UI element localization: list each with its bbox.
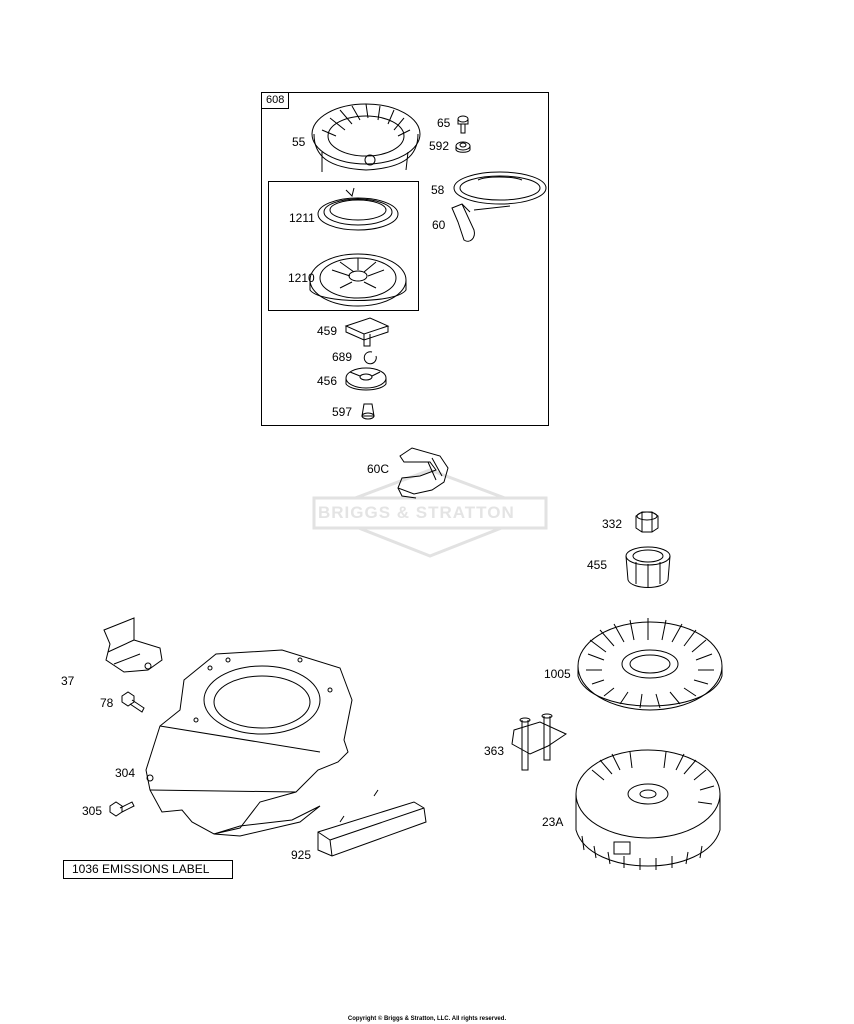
label-78[interactable]: 78 (100, 696, 114, 710)
kit-608-tag[interactable]: 608 (261, 92, 290, 109)
label-23a[interactable]: 23A (542, 815, 564, 829)
part-55-starter-housing[interactable] (312, 104, 420, 172)
label-332[interactable]: 332 (602, 517, 623, 531)
label-455[interactable]: 455 (587, 558, 608, 572)
copyright-notice: Copyright © Briggs & Stratton, LLC. All … (347, 1016, 507, 1022)
part-1211-spring[interactable] (318, 188, 398, 230)
brand-watermark: BRIGGS & STRATTON (318, 503, 515, 522)
part-1210-pulley[interactable] (310, 254, 406, 306)
part-23a-flywheel[interactable] (576, 750, 720, 870)
part-305-screw[interactable] (110, 802, 134, 816)
part-925-cover[interactable] (318, 790, 426, 856)
part-592-nut[interactable] (456, 142, 470, 152)
part-304-blower-housing[interactable] (146, 650, 352, 836)
part-1005-fan[interactable] (578, 618, 722, 710)
label-363[interactable]: 363 (484, 744, 505, 758)
part-65-screw[interactable] (458, 116, 468, 133)
part-455-starter-cup[interactable] (626, 547, 670, 588)
part-456-retainer-plate[interactable] (346, 368, 386, 390)
label-459[interactable]: 459 (317, 324, 338, 338)
label-1005[interactable]: 1005 (544, 667, 571, 681)
part-58-rope[interactable] (454, 172, 546, 204)
part-78-screw[interactable] (122, 692, 144, 712)
label-60c[interactable]: 60C (367, 462, 390, 476)
label-58[interactable]: 58 (431, 183, 445, 197)
label-305[interactable]: 305 (82, 804, 103, 818)
label-60[interactable]: 60 (432, 218, 446, 232)
part-37-guard[interactable] (104, 618, 162, 672)
part-60-handle[interactable] (452, 204, 510, 241)
part-597-screw[interactable] (362, 404, 374, 419)
emissions-label-box[interactable]: 1036 EMISSIONS LABEL (63, 860, 233, 879)
kit-inner-box (268, 181, 419, 311)
part-363-armature[interactable] (512, 714, 566, 770)
label-456[interactable]: 456 (317, 374, 338, 388)
label-55[interactable]: 55 (292, 135, 306, 149)
kit-608-box (261, 92, 549, 426)
part-689-retainer[interactable] (364, 352, 376, 364)
label-925[interactable]: 925 (291, 848, 312, 862)
label-37[interactable]: 37 (61, 674, 75, 688)
label-1210[interactable]: 1210 (288, 271, 315, 285)
label-592[interactable]: 592 (429, 139, 450, 153)
part-332-nut[interactable] (636, 512, 658, 532)
label-65[interactable]: 65 (437, 116, 451, 130)
label-597[interactable]: 597 (332, 405, 353, 419)
part-459-dog[interactable] (346, 318, 388, 346)
brand-watermark-logo (314, 470, 546, 556)
label-304[interactable]: 304 (115, 766, 136, 780)
label-689[interactable]: 689 (332, 350, 353, 364)
part-60c-handle[interactable] (398, 448, 448, 498)
label-1211[interactable]: 1211 (289, 211, 315, 225)
